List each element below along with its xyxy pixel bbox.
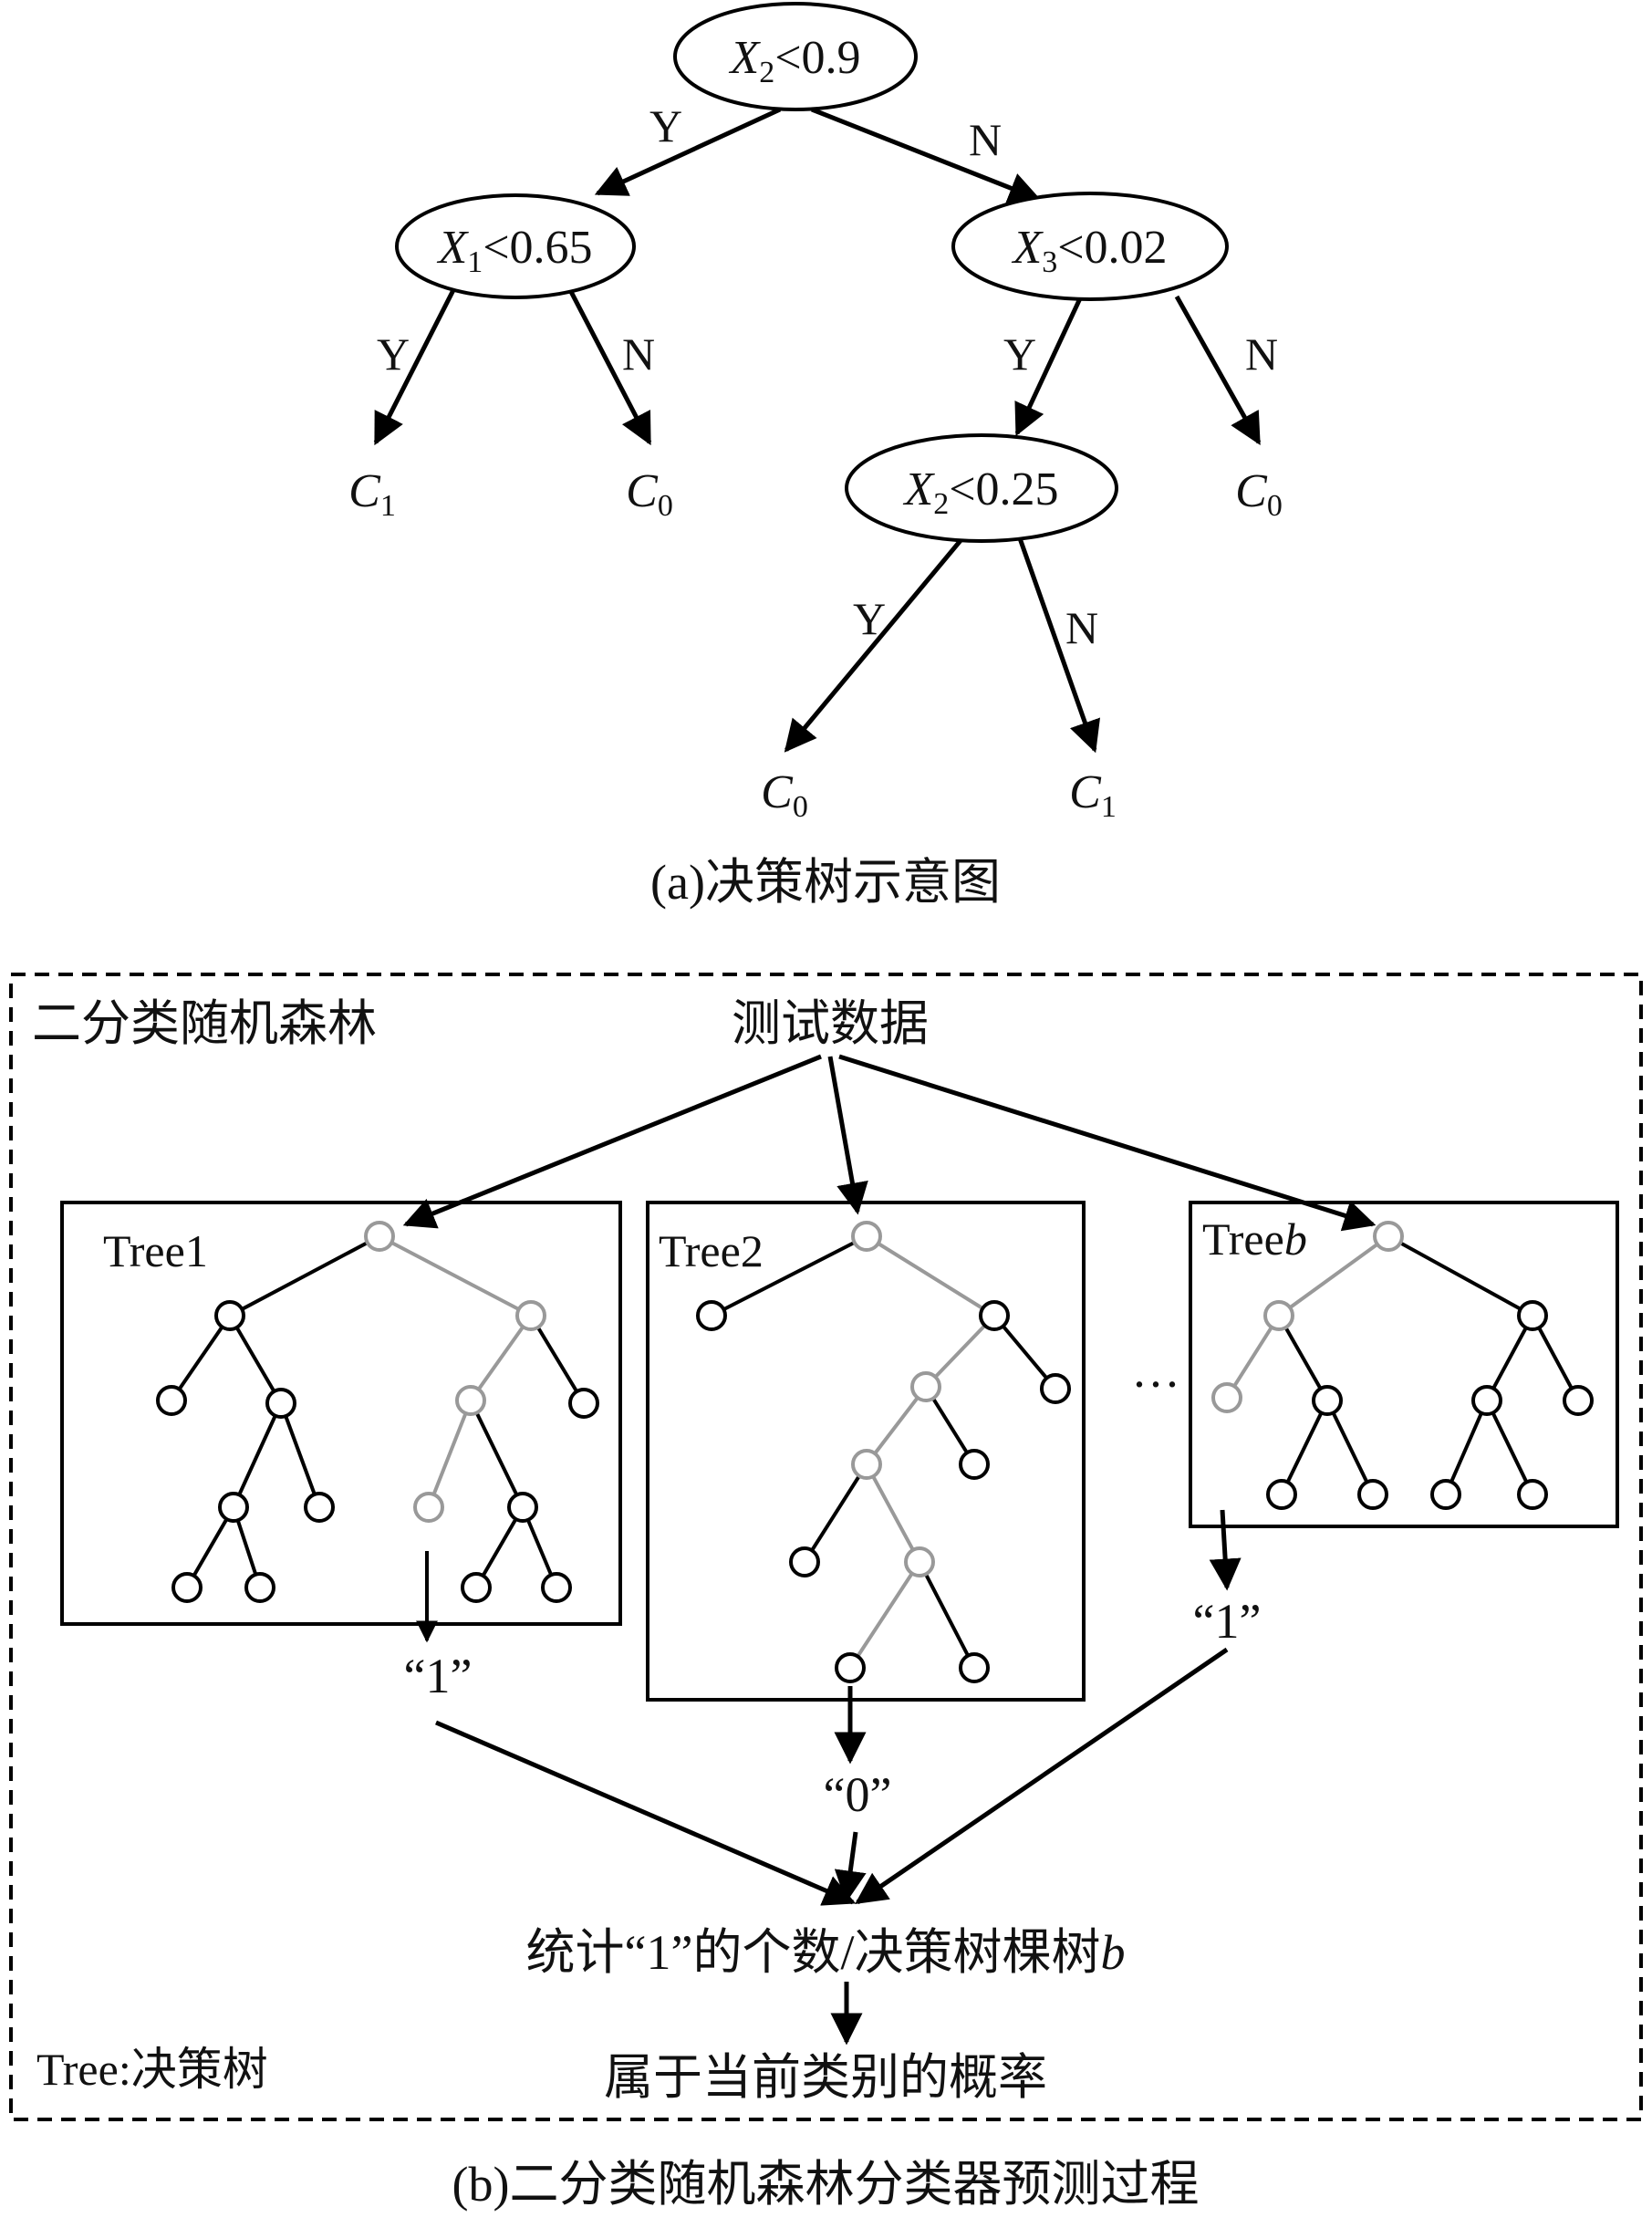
leaf-ll: C1 <box>348 465 396 523</box>
tree1-box: Tree1 <box>60 1201 622 1626</box>
tree1-output: “1” <box>404 1649 473 1703</box>
label-root-no: N <box>969 114 1002 165</box>
count-text: 统计“1”的个数/决策树棵树b <box>526 1925 1126 1980</box>
treeb-output: “1” <box>1193 1594 1262 1649</box>
label-rl-yes: Y <box>853 593 886 644</box>
node-right: X3<0.02 <box>951 192 1229 301</box>
tree1-label: Tree1 <box>103 1225 208 1276</box>
svg-text:X2<0.25: X2<0.25 <box>902 463 1058 521</box>
edge-right-rr <box>1174 295 1262 446</box>
arrow-out2-to-count <box>834 1831 867 1903</box>
random-forest: 二分类随机森林 测试数据 Tree1 <box>9 973 1643 2121</box>
arrow-treeb-out <box>1209 1509 1242 1591</box>
svg-text:X1<0.65: X1<0.65 <box>436 222 592 279</box>
label-rl-no: N <box>1065 602 1098 653</box>
label-root-yes: Y <box>649 100 682 151</box>
leaf-rlr: C1 <box>1069 766 1117 824</box>
svg-text:X2<0.9: X2<0.9 <box>728 32 860 89</box>
arrow-out1-to-count <box>435 1720 857 1906</box>
node-right-left: X2<0.25 <box>845 433 1118 543</box>
label-left-yes: Y <box>377 328 410 380</box>
label-left-no: N <box>622 328 655 380</box>
tree2-label: Tree2 <box>659 1225 764 1276</box>
ellipsis: ··· <box>1131 1357 1180 1411</box>
label-right-yes: Y <box>1003 328 1036 380</box>
treeb-label: Treeb <box>1202 1213 1307 1265</box>
probability-text: 属于当前类别的概率 <box>604 2050 1047 2105</box>
arrow-test-to-treeb <box>838 1054 1377 1232</box>
caption-a: (a)决策树示意图 <box>650 855 1001 910</box>
legend-text: Tree:决策树 <box>36 2044 268 2095</box>
edge-rl-rlr <box>1017 537 1101 754</box>
label-right-no: N <box>1245 328 1278 380</box>
node-root: X2<0.9 <box>673 2 918 111</box>
test-data-label: 测试数据 <box>732 996 929 1051</box>
leaf-rr: C0 <box>1235 465 1283 523</box>
edge-root-right <box>811 107 1042 203</box>
node-left: X1<0.65 <box>395 193 636 299</box>
edge-right-rl <box>1014 295 1084 437</box>
arrow-test-to-tree2 <box>827 1056 868 1215</box>
leaf-lr: C0 <box>626 465 673 523</box>
svg-text:X3<0.02: X3<0.02 <box>1011 222 1167 279</box>
arrow-test-to-tree1 <box>402 1054 822 1229</box>
treeb-box: Treeb <box>1189 1201 1619 1528</box>
edge-rl-rll <box>784 536 964 753</box>
arrow-outb-to-count <box>855 1647 1229 1905</box>
decision-tree: Y N Y N Y N Y N X2<0.9 X1<0.65 X3<0.02 X… <box>348 2 1283 824</box>
edge-root-left <box>594 107 782 196</box>
leaf-rll: C0 <box>761 766 808 824</box>
tree2-box: Tree2 <box>646 1201 1086 1702</box>
forest-dashed-frame <box>9 973 1643 2121</box>
caption-b: (b)二分类随机森林分类器预测过程 <box>452 2157 1200 2212</box>
edge-left-ll <box>373 283 459 446</box>
forest-title: 二分类随机森林 <box>32 996 377 1051</box>
edge-left-lr <box>565 283 652 446</box>
tree2-output: “0” <box>824 1767 892 1822</box>
